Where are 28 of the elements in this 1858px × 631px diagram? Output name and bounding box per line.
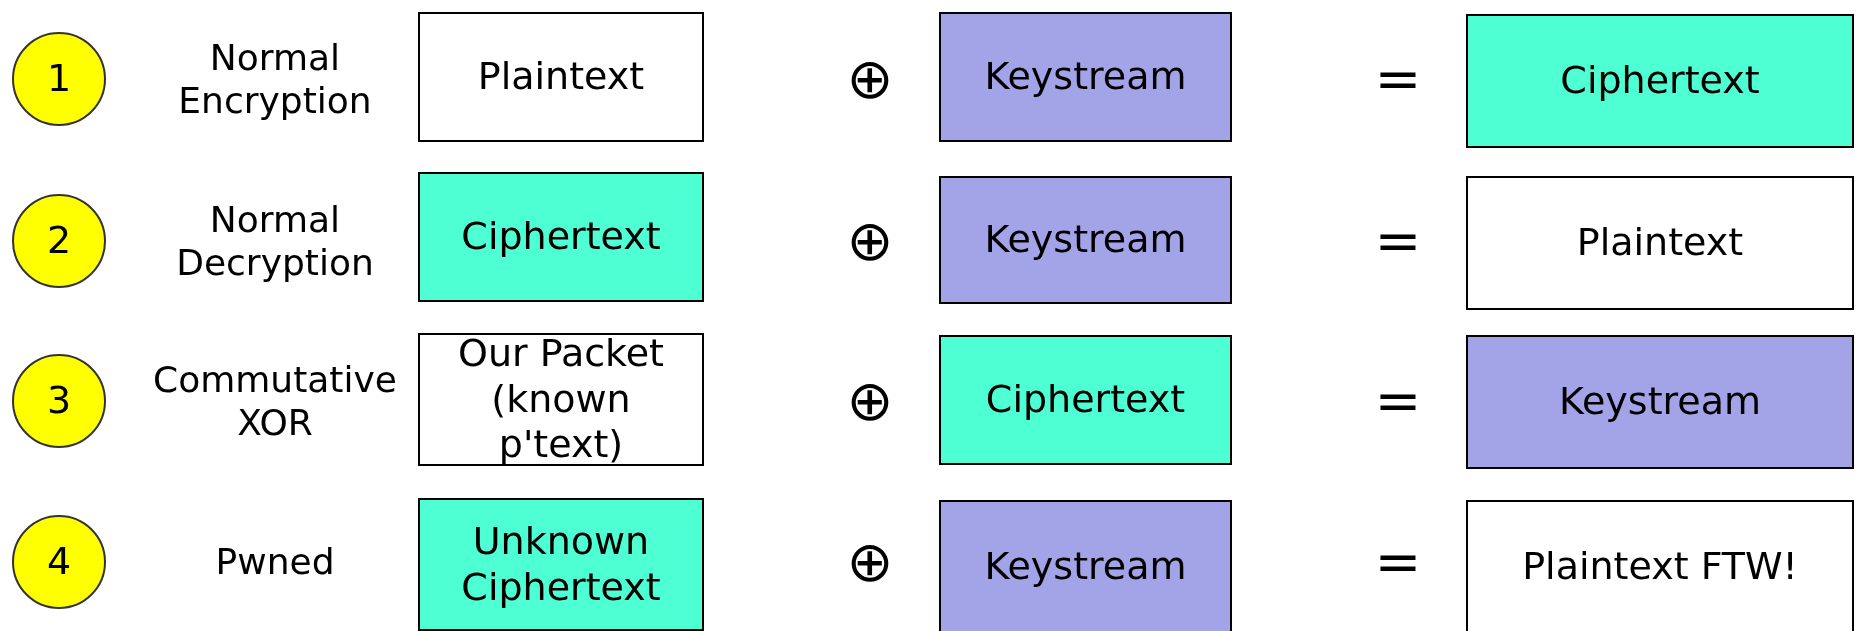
step-number-circle: 1 — [12, 32, 106, 126]
data-box: Plaintext FTW! — [1466, 500, 1854, 631]
data-box: Keystream — [939, 176, 1232, 304]
xor-symbol: ⊕ — [846, 534, 894, 590]
data-box: Ciphertext — [1466, 14, 1854, 148]
xor-symbol: ⊕ — [846, 373, 894, 429]
equals-sign: = — [1374, 534, 1422, 590]
equals-sign: = — [1374, 213, 1422, 269]
data-box: Keystream — [1466, 335, 1854, 469]
equals-sign: = — [1374, 373, 1422, 429]
xor-symbol: ⊕ — [846, 213, 894, 269]
data-box: Keystream — [939, 12, 1232, 142]
data-box: Plaintext — [418, 12, 704, 142]
row-label: Normal Encryption — [177, 35, 373, 123]
row-label: Pwned — [214, 540, 336, 584]
row-label: Commutative XOR — [152, 357, 398, 445]
data-box: Ciphertext — [939, 335, 1232, 465]
data-box: Keystream — [939, 500, 1232, 631]
data-box: Ciphertext — [418, 172, 704, 302]
data-box: Unknown Ciphertext — [418, 498, 704, 631]
xor-symbol: ⊕ — [846, 51, 894, 107]
data-box: Our Packet (known p'text) — [418, 333, 704, 466]
equals-sign: = — [1374, 51, 1422, 107]
step-number-circle: 4 — [12, 515, 106, 609]
data-box: Plaintext — [1466, 176, 1854, 310]
step-number-circle: 2 — [12, 194, 106, 288]
row-label: Normal Decryption — [175, 197, 375, 285]
step-number-circle: 3 — [12, 354, 106, 448]
